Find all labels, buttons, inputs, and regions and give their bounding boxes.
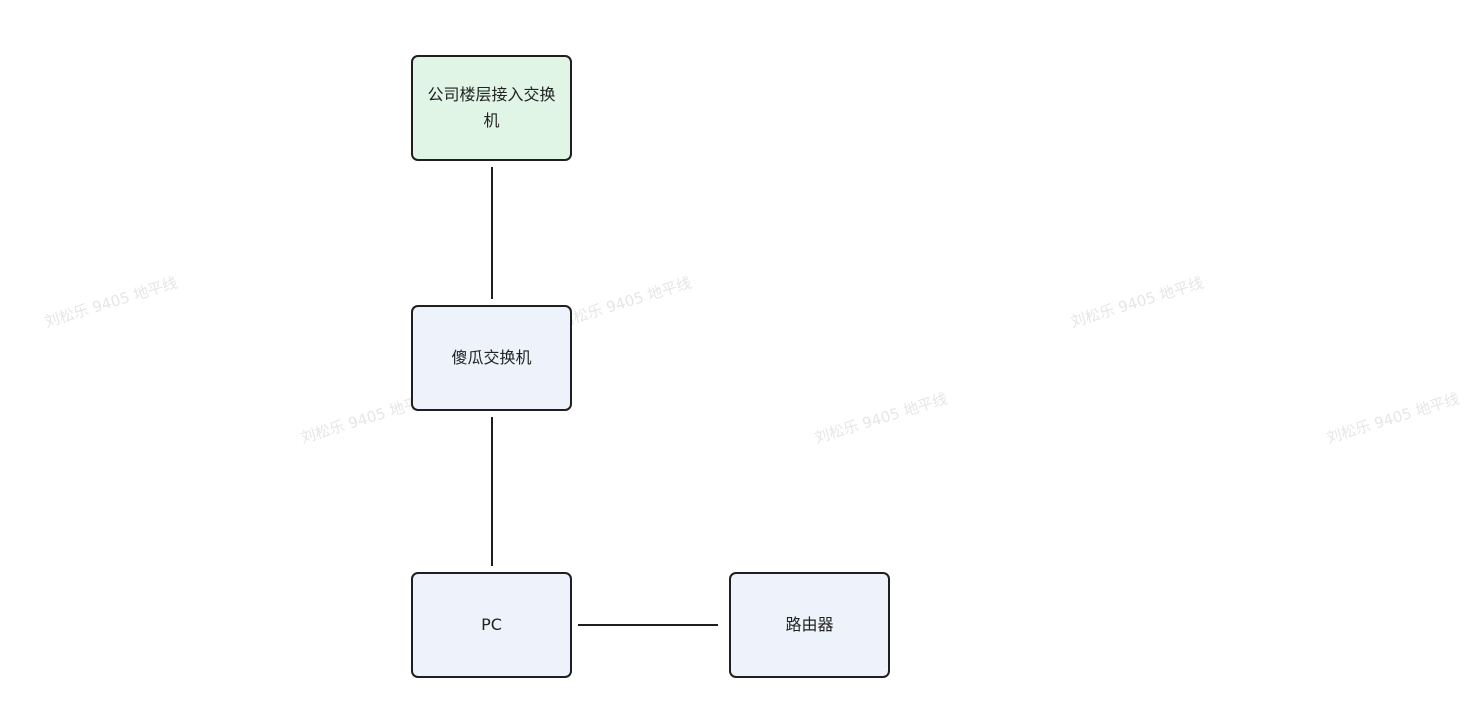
node-label: 公司楼层接入交换机 xyxy=(427,85,556,130)
node-router[interactable]: 路由器 xyxy=(729,572,890,678)
watermark-3: 刘松乐 9405 地平线 xyxy=(1068,273,1206,332)
edge-dumb-switch-to-pc[interactable] xyxy=(491,417,493,566)
node-label: 路由器 xyxy=(785,615,834,634)
node-dumb-switch[interactable]: 傻瓜交换机 xyxy=(411,305,572,411)
edge-floor-switch-to-dumb-switch[interactable] xyxy=(491,167,493,299)
edge-pc-to-router[interactable] xyxy=(578,624,718,626)
node-label: 傻瓜交换机 xyxy=(451,348,532,367)
node-floor-access-switch[interactable]: 公司楼层接入交换机 xyxy=(411,55,572,161)
node-label: PC xyxy=(481,615,502,634)
watermark-1: 刘松乐 9405 地平线 xyxy=(42,273,180,332)
watermark-6: 刘松乐 9405 地平线 xyxy=(1324,389,1462,448)
watermark-2: 刘松乐 9405 地平线 xyxy=(556,273,694,332)
watermark-5: 刘松乐 9405 地平线 xyxy=(812,389,950,448)
node-pc[interactable]: PC xyxy=(411,572,572,678)
